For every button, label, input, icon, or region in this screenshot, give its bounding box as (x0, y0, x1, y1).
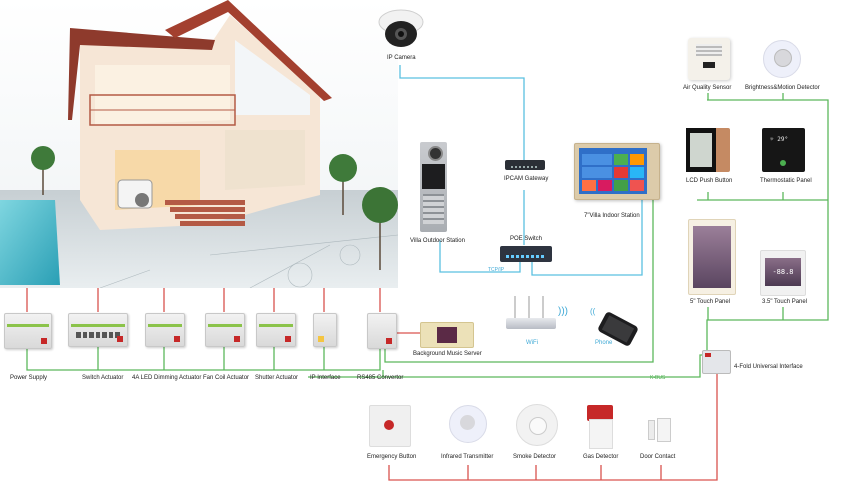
touch-panel-5-label: 5" Touch Panel (690, 299, 731, 305)
lcd-push-button-label: LCD Push Button (686, 178, 733, 184)
villa-illustration (0, 0, 398, 288)
power-supply[interactable] (4, 313, 52, 349)
power-lines (26, 288, 420, 334)
tcpip-lines (399, 65, 643, 276)
actuator-label: RS485 Convertor (357, 375, 404, 381)
alarm-device-label: Door Contact (640, 454, 676, 460)
universal-interface-label: 4-Fold Universal Interface (734, 364, 803, 370)
brightness-motion-detector-label: Brightness&Motion Detector (745, 85, 820, 91)
alarm-device-label: Infrared Transmitter (441, 454, 494, 460)
led-dimming-actuator[interactable] (145, 313, 185, 347)
alarm-device-label: Smoke Detector (513, 454, 557, 460)
actuator-label: Power Supply (10, 375, 48, 381)
actuator-label: 4A LED Dimming Actuator (132, 375, 202, 381)
air-quality-sensor[interactable] (688, 38, 730, 80)
actuator-label: Shutter Actuator (255, 375, 299, 381)
lcd-push-button[interactable] (686, 128, 730, 172)
ip-camera-label: IP Camera (387, 55, 416, 61)
indoor-station-label: 7"Villa Indoor Station (584, 213, 640, 219)
phone-label: Phone (595, 340, 613, 346)
gas-detector[interactable] (587, 405, 613, 449)
wifi-signal-icon: (( (590, 307, 596, 316)
universal-interface[interactable] (702, 350, 731, 374)
infrared-transmitter[interactable] (449, 405, 487, 443)
actuator-label: IP Interface (310, 375, 341, 381)
poe-switch[interactable] (500, 246, 552, 262)
background-music-server-label: Background Music Server (413, 351, 482, 357)
poe-switch-label: POE Switch (510, 236, 543, 242)
switch-actuator[interactable] (68, 313, 128, 347)
wifi-signal-icon: ))) (558, 306, 568, 317)
smoke-detector[interactable] (516, 404, 558, 446)
ipcam-gateway[interactable] (505, 160, 545, 170)
touch-panel-35[interactable]: -88.8 (760, 250, 806, 296)
alarm-lines (388, 372, 718, 481)
ipcam-gateway-label: IPCAM Gateway (504, 176, 549, 182)
actuator-label: Fan Coil Actuator (203, 375, 250, 381)
villa-outdoor-station[interactable] (420, 142, 447, 232)
actuator-label: Switch Actuator (82, 375, 124, 381)
dome-camera-icon (378, 9, 424, 47)
kbus-label: K-BUS (650, 375, 666, 381)
villa-indoor-station[interactable] (574, 143, 660, 200)
thermostatic-panel[interactable]: ☼ 29° (762, 128, 805, 172)
shutter-actuator[interactable] (256, 313, 296, 347)
door-contact[interactable] (648, 418, 672, 442)
fan-coil-actuator[interactable] (205, 313, 245, 347)
background-music-server[interactable] (420, 322, 474, 348)
emergency-button[interactable] (369, 405, 411, 447)
alarm-device-label: Gas Detector (583, 454, 619, 460)
alarm-device-label: Emergency Button (367, 454, 417, 460)
ip-camera[interactable] (376, 8, 426, 52)
air-quality-sensor-label: Air Quality Sensor (683, 85, 732, 91)
rs485-convertor[interactable] (367, 313, 397, 349)
touch-panel-5[interactable] (688, 219, 736, 295)
touch-panel-35-label: 3.5" Touch Panel (762, 299, 808, 305)
thermostatic-panel-label: Thermostatic Panel (760, 178, 812, 184)
villa-outdoor-station-label: Villa Outdoor Station (410, 238, 465, 244)
brightness-motion-detector[interactable] (763, 40, 801, 78)
wifi-router[interactable] (506, 296, 558, 336)
ip-interface[interactable] (313, 313, 337, 347)
wifi-label: WiFi (526, 340, 538, 346)
tcpip-label: TCP/IP (488, 267, 505, 273)
